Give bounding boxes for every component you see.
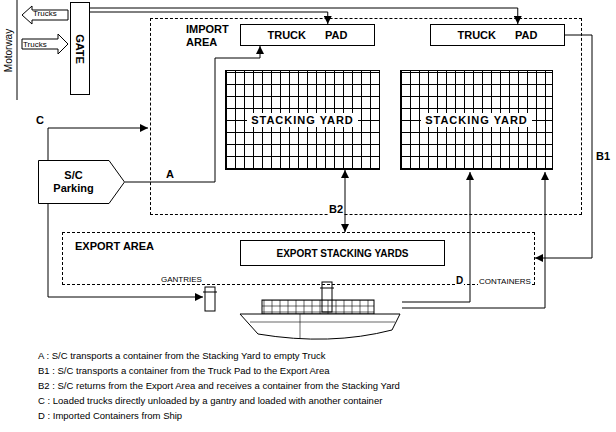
layout-shape <box>320 288 334 289</box>
legend-text: D : Imported Containers from Ship <box>38 410 182 421</box>
export-yard-box: EXPORT STACKING YARDS <box>240 240 445 266</box>
legend-text: B1 : S/C transports a container from the… <box>38 365 329 376</box>
node-text: STACKING YARD <box>421 113 532 127</box>
text-label: Motorway <box>2 4 16 96</box>
layout-shape <box>203 292 217 293</box>
rotated-text: Motorway <box>4 28 15 71</box>
parking-box: S/C Parking <box>38 160 125 204</box>
stacking-yard: STACKING YARD <box>225 70 380 170</box>
layout-shape <box>262 300 374 314</box>
node-text: S/C Parking <box>44 169 104 195</box>
layout-shape <box>250 322 395 323</box>
layout-shape <box>300 314 301 338</box>
import-region: IMPORT AREA TRUCK PAD TRUCK PAD STACKING YA… <box>150 18 582 215</box>
truck-pad: TRUCK PAD <box>430 24 565 46</box>
layout-shape <box>205 287 215 311</box>
legend-text: B2 : S/C returns from the Export Area an… <box>38 380 400 391</box>
text-label: D <box>455 275 464 286</box>
legend-text: C : Loaded trucks directly unloaded by a… <box>38 395 382 406</box>
text-label: Trucks <box>33 9 57 18</box>
truck-arrow-out <box>22 6 68 24</box>
ship <box>240 300 400 339</box>
text-label: CONTAINERS <box>478 277 532 286</box>
parking-shape <box>39 161 125 204</box>
node-text: EXPORT AREA <box>75 240 195 253</box>
node-text: TRUCK PAD <box>458 29 538 41</box>
node-text: STACKING YARD <box>247 113 358 127</box>
layout-shape <box>240 314 400 339</box>
edge-label: A <box>165 168 175 180</box>
node-text: EXPORT STACKING YARDS <box>276 248 408 259</box>
text-label: GANTRIES <box>160 275 203 284</box>
edge-label: B2 <box>328 203 344 215</box>
stacking-yard: STACKING YARD <box>400 70 553 170</box>
connector <box>345 170 346 232</box>
motorway-edge <box>17 0 18 100</box>
route-d <box>402 172 470 302</box>
node-text: TRUCK PAD <box>268 29 348 41</box>
truck-pad: TRUCK PAD <box>240 24 375 46</box>
node-text: GATE <box>74 34 86 64</box>
legend-text: A : S/C transports a container from the … <box>38 350 325 361</box>
connector <box>90 8 518 24</box>
route-c <box>48 128 203 297</box>
text-label: C <box>36 114 44 126</box>
node-text: IMPORT AREA <box>186 23 238 49</box>
text-label: Trucks <box>23 40 47 49</box>
edge-label: B1 <box>595 150 611 162</box>
gate-box: GATE <box>70 2 90 95</box>
truck-arrow-in <box>22 34 68 54</box>
